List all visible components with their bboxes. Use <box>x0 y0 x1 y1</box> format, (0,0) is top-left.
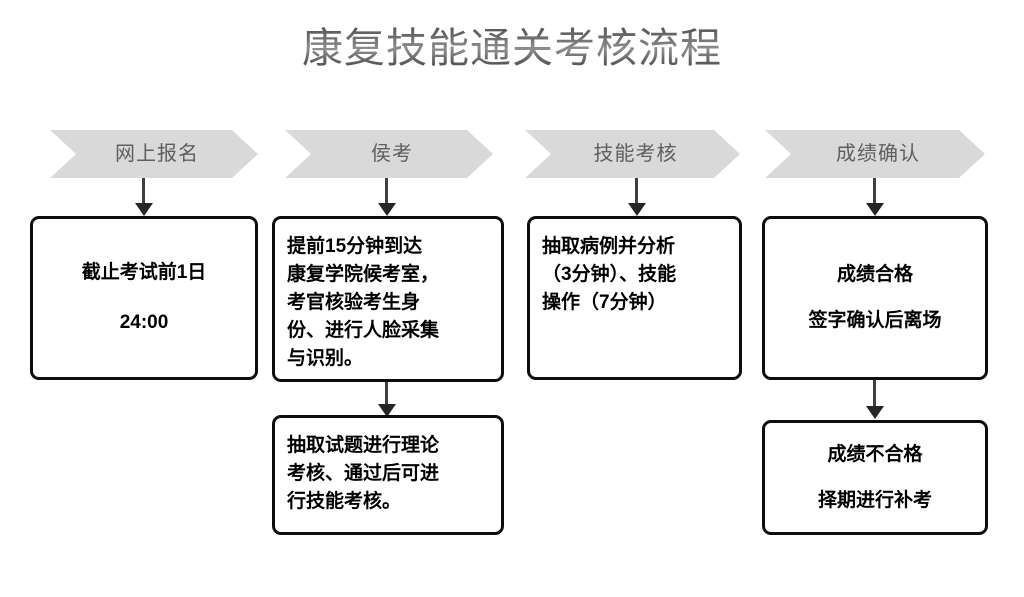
arrow-banner-to-arrive <box>378 178 396 216</box>
arrow-banner-to-deadline <box>135 178 153 216</box>
process-box-line: 与识别。 <box>287 348 364 369</box>
process-box-line: 择期进行补考 <box>817 489 932 511</box>
process-box-line: 提前15分钟到达 <box>287 236 423 257</box>
stage-banner-label: 侯考 <box>371 143 413 165</box>
process-box-line: 截止考试前1日 <box>81 262 207 283</box>
process-box-line: 考核、通过后可进 <box>287 463 440 484</box>
process-box-line: 抽取病例并分析 <box>542 236 676 257</box>
process-box-line: 成绩合格 <box>836 264 913 285</box>
process-box-line: （3分钟）、技能 <box>542 264 677 285</box>
arrow-banner-to-case <box>628 178 646 216</box>
arrow-pass-to-fail <box>866 380 884 420</box>
process-box-line: 抽取试题进行理论 <box>287 435 440 456</box>
stage-banner-label: 成绩确认 <box>836 143 920 165</box>
stage-banner-waiting[interactable]: 侯考 <box>285 130 493 178</box>
process-box-case-and-operation[interactable]: 抽取病例并分析 （3分钟）、技能 操作（7分钟） <box>527 216 742 380</box>
process-box-theory-exam[interactable]: 抽取试题进行理论 考核、通过后可进 行技能考核。 <box>272 415 504 535</box>
arrow-banner-to-pass <box>866 178 884 216</box>
process-box-line: 考官核验考生身 <box>287 292 421 313</box>
process-box-fail[interactable]: 成绩不合格 择期进行补考 <box>762 420 988 535</box>
stage-banner-label: 网上报名 <box>115 143 199 165</box>
process-box-arrive-and-verify[interactable]: 提前15分钟到达 康复学院候考室， 考官核验考生身 份、进行人脸采集 与识别。 <box>272 216 504 382</box>
stage-banner-label: 技能考核 <box>593 143 678 165</box>
process-box-line: 签字确认后离场 <box>808 310 942 331</box>
arrow-arrive-to-theory <box>378 382 396 418</box>
page-title: 康复技能通关考核流程 <box>0 22 1024 74</box>
process-box-deadline[interactable]: 截止考试前1日 24:00 <box>30 216 258 380</box>
process-box-line: 操作（7分钟） <box>542 292 667 313</box>
process-box-line: 成绩不合格 <box>827 443 923 465</box>
process-box-pass[interactable]: 成绩合格 签字确认后离场 <box>762 216 988 380</box>
process-box-line: 康复学院候考室， <box>287 264 440 285</box>
process-box-line: 行技能考核。 <box>287 491 402 512</box>
stage-banner-skill-assessment[interactable]: 技能考核 <box>525 130 740 178</box>
stage-banner-online-registration[interactable]: 网上报名 <box>50 130 258 178</box>
process-box-line: 份、进行人脸采集 <box>287 320 440 341</box>
stage-banner-result-confirmation[interactable]: 成绩确认 <box>765 130 985 178</box>
process-box-line: 24:00 <box>119 312 169 333</box>
